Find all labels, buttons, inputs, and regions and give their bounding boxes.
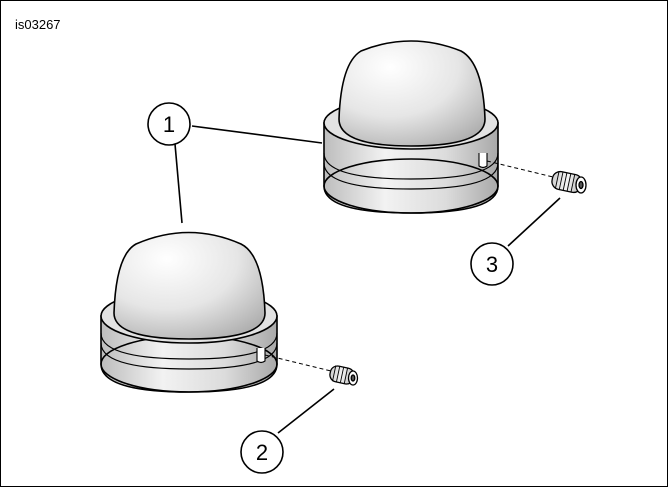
set-screw-upper	[551, 170, 587, 194]
callout-2-label: 2	[256, 440, 268, 465]
callout-2: 2	[240, 430, 284, 474]
callout-1: 1	[147, 102, 191, 146]
leader-line-2	[277, 388, 335, 434]
assembly-line-lower	[264, 354, 332, 372]
cap-lower	[100, 231, 278, 393]
callout-1-label: 1	[163, 112, 175, 137]
callout-3: 3	[470, 242, 514, 286]
assembly-line-upper	[486, 160, 554, 178]
leader-line-1-upper	[191, 125, 323, 144]
cap-upper	[323, 40, 499, 214]
figure-id: is03267	[15, 17, 61, 32]
set-screw-lower	[329, 365, 359, 386]
leader-line-1-lower	[174, 143, 183, 224]
callout-3-label: 3	[486, 252, 498, 277]
leader-line-3	[507, 197, 561, 247]
